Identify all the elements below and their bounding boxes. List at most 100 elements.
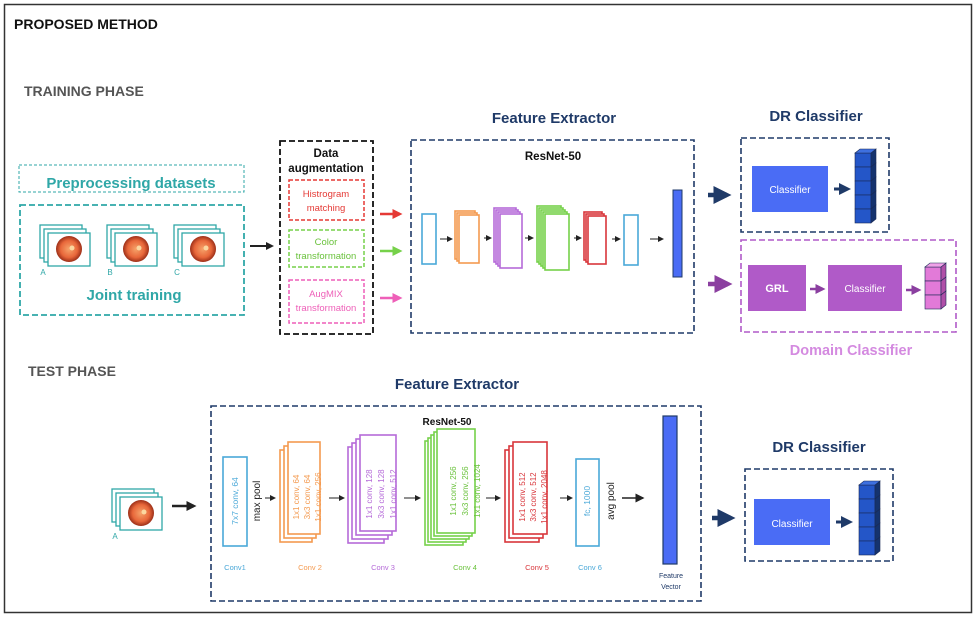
joint-training-label: Joint training [87,287,182,304]
domain-classifier-box [740,239,957,333]
conv1-box [222,456,248,547]
dr-output-vector-test [858,480,881,556]
layer-sheet [436,428,476,534]
augmix-line-1: AugMIX [309,289,343,300]
conv3-stack [347,434,397,544]
page-title: PROPOSED METHOD [14,16,158,32]
dataset-C: C [173,224,225,277]
conv5-name: Conv 5 [525,563,549,572]
train-conv2 [454,210,480,264]
domain-output-vector [924,262,947,310]
feature-vector-label-1: Feature [659,573,683,580]
grl-label: GRL [765,283,789,295]
dr-classifier-label-train: DR Classifier [769,108,863,125]
conv1-text: 7x7 conv, 64 [230,477,240,525]
conv4-stack [424,428,476,546]
dataset-label: A [112,532,118,541]
histogram-line-2: matching [307,203,346,214]
conv5-line: 1x1 conv, 512 [518,472,527,522]
cube-face [858,484,876,500]
classifier-label-train: Classifier [769,185,811,196]
conv2-stack [279,441,321,543]
cube-face [858,540,876,556]
dataset-test: A [111,488,163,541]
conv6-name: Conv 6 [578,563,602,572]
preprocessing-label: Preprocessing datasets [46,175,215,192]
dataset-label: C [174,268,180,277]
dr-train-cubes [854,148,877,224]
grl-box [748,265,806,311]
cube-side [874,536,881,556]
layer-sheet [287,441,321,535]
color-box [288,229,365,268]
conv1-name: Conv1 [224,563,246,572]
max-pool-label: max pool [252,481,263,522]
domain-classifier-inner-label: Classifier [844,284,886,295]
dataset-A: A [39,224,91,277]
conv2-line: 3x3 conv, 64 [303,474,312,519]
dr-classifier-label-test: DR Classifier [772,439,866,456]
cube-face [854,208,872,224]
color-line-2: transformation [296,251,357,262]
feature-extractor-box-train [410,139,695,334]
conv4-name: Conv 4 [453,563,477,572]
conv5-line: 3x3 conv, 512 [529,472,538,522]
classifier-box-train [752,166,828,212]
conv4-line: 1x1 conv, 256 [449,466,458,516]
domain-classifier-inner [828,265,902,311]
train-conv1 [421,213,437,265]
conv4-line: 3x3 conv, 256 [461,466,470,516]
test-feature-vector [662,415,678,565]
fundus-image [56,236,82,262]
conv5-line: 1x1 conv, 2048 [540,470,549,524]
dr-test-cubes [858,480,881,556]
cube-face [854,152,872,168]
conv2-name: Conv 2 [298,563,322,572]
conv2-line: 1x1 conv, 64 [292,474,301,519]
conv3-line: 1x1 conv, 512 [389,469,398,519]
cube-top [924,262,947,268]
feature-extractor-label-train: Feature Extractor [492,110,616,127]
optic-disc [69,245,75,251]
cube-face [924,266,942,282]
augmentation-title-1: Data [314,148,340,160]
training-phase-label: TRAINING PHASE [24,83,144,99]
color-line-1: Color [315,237,338,248]
train-conv5 [583,211,607,265]
conv6-box [575,458,600,547]
augmentation-box [279,140,374,335]
resnet-label-train: ResNet-50 [525,151,581,163]
augmentation-title-2: augmentation [288,163,363,175]
test-dataset-stack: A [111,488,163,541]
feature-extractor-label-test: Feature Extractor [395,376,519,393]
conv5-stack [504,441,548,543]
dr-classifier-box-test [744,468,894,562]
cube-side [940,290,947,310]
dr-output-vector-train [854,148,877,224]
augmix-line-2: transformation [296,303,357,314]
train-conv6 [623,214,639,266]
dr-classifier-box-train [740,137,890,233]
conv3-line: 3x3 conv, 128 [377,469,386,519]
dataset-B: B [106,224,158,277]
resnet-label-test: ResNet-50 [423,417,472,428]
domain-classifier-label: Domain Classifier [790,343,913,359]
classifier-box-test [754,499,830,545]
classifier-label-test: Classifier [771,519,813,530]
optic-disc [203,245,209,251]
cube-face [858,498,876,514]
feature-extractor-box-test [210,405,702,602]
cube-side [870,204,877,224]
layer-sheet [458,214,480,264]
layer-sheet [499,213,523,269]
optic-disc [136,245,142,251]
cube-face [854,166,872,182]
fundus-image [123,236,149,262]
train-conv4 [536,205,570,271]
histogram-line-1: Histrogram [303,189,350,200]
cube-face [924,294,942,310]
fundus-image [190,236,216,262]
